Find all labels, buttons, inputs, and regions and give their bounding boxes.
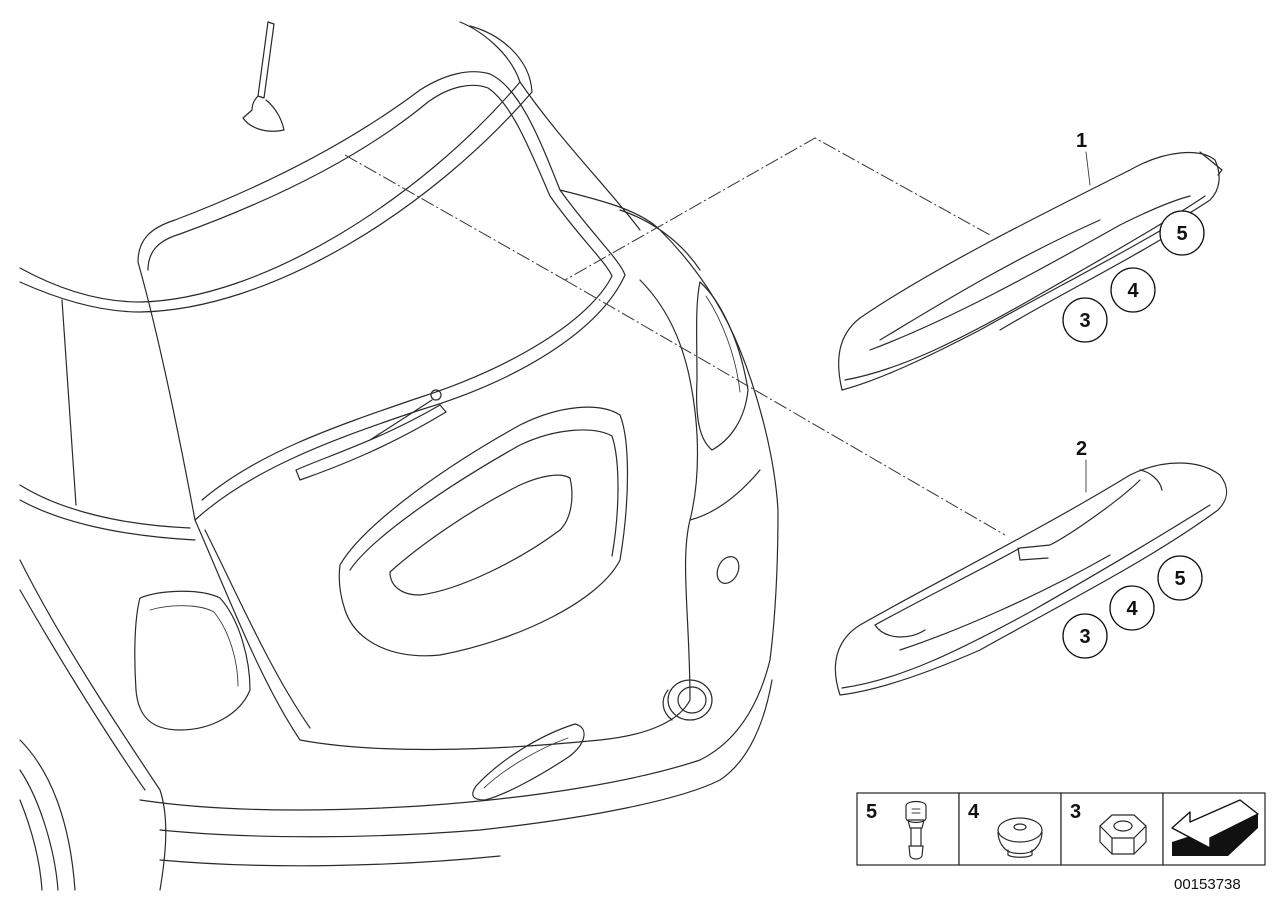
rear-bumper xyxy=(19,559,167,891)
legend-number: 3 xyxy=(1070,801,1081,823)
rear-window xyxy=(137,71,626,521)
hex-nut-icon xyxy=(1099,814,1147,855)
callout-2: 2 xyxy=(1076,438,1087,493)
car-rear-illustration xyxy=(19,21,779,891)
left-wheel-arch xyxy=(19,739,76,891)
right-tail-light xyxy=(695,281,749,451)
circle-label: 3 xyxy=(1079,626,1090,648)
spoiler-part-1 xyxy=(838,151,1223,391)
spoiler-2-fastener-callouts: 3 4 5 xyxy=(1062,555,1203,659)
left-tail-light xyxy=(134,590,251,731)
circle-label: 5 xyxy=(1176,223,1187,245)
callout-label-1: 1 xyxy=(1076,130,1087,152)
callout-label-2: 2 xyxy=(1076,438,1087,460)
callout-1: 1 xyxy=(1076,130,1091,186)
spoiler-part-2 xyxy=(834,462,1228,696)
circle-label: 3 xyxy=(1079,310,1090,332)
circle-label: 4 xyxy=(1127,280,1139,302)
legend-cell-bolt xyxy=(856,792,960,866)
circle-label: 5 xyxy=(1174,568,1185,590)
roof-edge xyxy=(19,21,521,303)
license-plate-recess xyxy=(338,406,629,657)
grommet-icon xyxy=(997,817,1043,858)
legend-number: 4 xyxy=(968,801,980,823)
direction-arrow-icon xyxy=(1171,799,1259,856)
legend-number: 5 xyxy=(866,801,877,823)
leader-lines xyxy=(344,137,1006,536)
spoiler-1-fastener-callouts: 3 4 5 xyxy=(1062,210,1205,343)
antenna xyxy=(242,21,285,132)
tailgate xyxy=(194,279,699,751)
exhaust-pipe xyxy=(662,679,713,721)
parts-legend: 5 4 3 xyxy=(856,792,1266,866)
bolt-icon xyxy=(905,800,927,860)
circle-label: 4 xyxy=(1126,598,1138,620)
rear-wiper xyxy=(295,389,447,481)
diagram-id: 00153738 xyxy=(1174,876,1241,893)
